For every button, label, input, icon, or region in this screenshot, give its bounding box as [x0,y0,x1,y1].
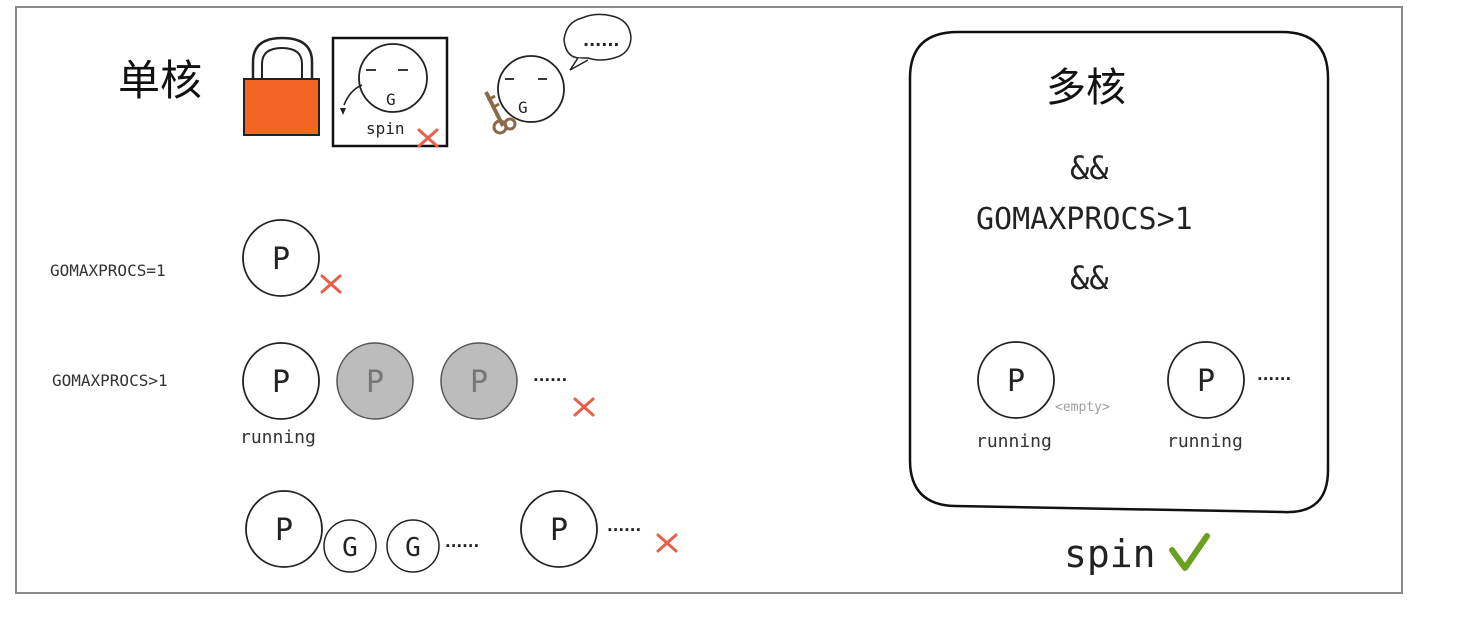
g-label: G [405,533,421,563]
g-spinning-box: G spin [331,36,449,148]
p-label: P [470,365,488,400]
result-spin-label: spin [1064,532,1156,576]
g-goroutine: G [386,519,440,573]
thought-text: ...... [583,31,619,50]
row2-cross-icon [573,397,595,417]
and-operator: && [1070,149,1109,187]
g-label: G [518,98,528,117]
p-processor: P [242,219,320,297]
padlock-icon [243,36,320,136]
row1-label: GOMAXPROCS=1 [50,261,166,280]
p-label: P [272,242,290,277]
g-label: G [386,90,396,109]
ellipsis: ...... [533,367,567,385]
row2-label: GOMAXPROCS>1 [52,371,168,390]
p-processor: P [520,490,598,568]
row3-cross-icon [656,533,678,553]
multi-core-title: 多核 [1046,65,1126,111]
row1-cross-icon [320,274,342,294]
running-label: running [1167,431,1243,452]
running-label: running [976,431,1052,452]
p-label: P [366,365,384,400]
g-label: G [342,533,358,563]
p-processor: P [245,490,323,568]
p-label: P [272,365,290,400]
g-with-key: G ...... [484,13,632,135]
condition-text: GOMAXPROCS>1 [976,202,1193,237]
spin-label: spin [366,119,405,138]
and-operator: && [1070,259,1109,297]
p-label: P [1197,364,1215,399]
ellipsis: ...... [1257,366,1291,384]
ellipsis: ...... [607,517,641,535]
single-core-title: 单核 [118,56,202,105]
p-processor-idle: P [336,342,414,420]
p-label: P [550,513,568,548]
empty-label: <empty> [1055,400,1110,415]
g-goroutine: G [323,519,377,573]
key-icon [484,91,517,135]
p-processor-idle: P [440,342,518,420]
p-label: P [275,513,293,548]
p-processor-running: P [977,341,1055,419]
thought-bubble: ...... [563,13,632,71]
check-icon [1169,533,1210,571]
p-label: P [1007,364,1025,399]
ellipsis: ...... [445,533,479,551]
p-processor-running: P [1167,341,1245,419]
p-processor-running: P [242,342,320,420]
running-label: running [240,427,316,448]
